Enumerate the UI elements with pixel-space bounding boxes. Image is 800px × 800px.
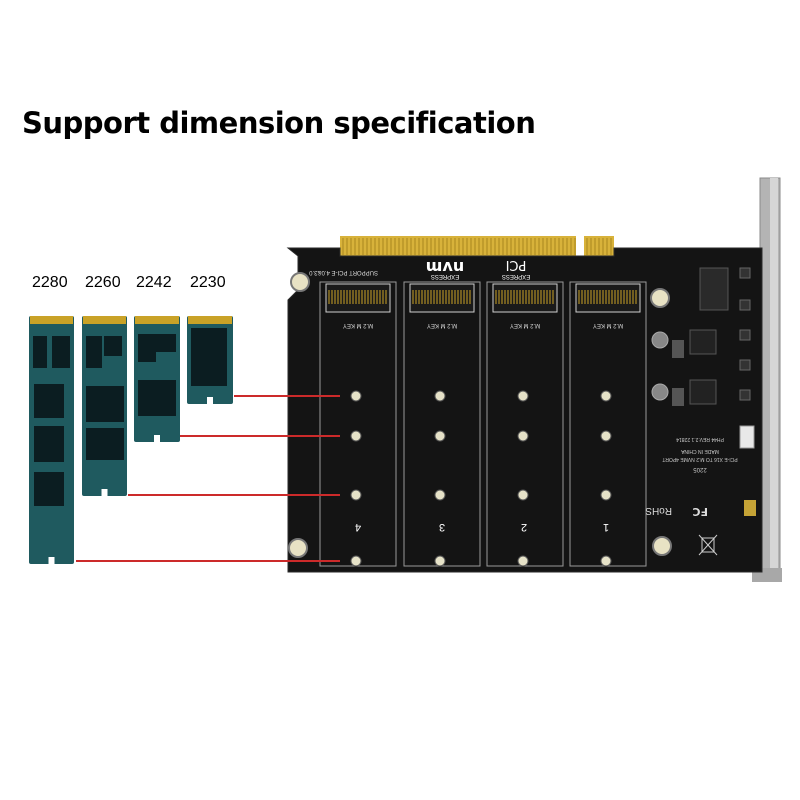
key-label: M.2 M KEY (593, 322, 623, 328)
size-label-2230: 2230 (190, 274, 226, 291)
screw-hole (350, 555, 362, 567)
screw-hole (434, 430, 446, 442)
date-code: 2205 (693, 466, 707, 472)
revision: PH44 REV:2.1 22814 (676, 436, 724, 442)
nvme-logo-text: nvm (426, 258, 465, 277)
weee-bin-icon (698, 534, 718, 556)
board-hole (290, 272, 310, 292)
screw-hole (517, 390, 529, 402)
ssd-card-2260 (82, 316, 127, 496)
ssd-card-2242 (134, 316, 180, 442)
pci-sub-text: EXPRESS (502, 273, 530, 279)
screw-hole (600, 430, 612, 442)
board-hole (652, 536, 672, 556)
size-label-2260: 2260 (85, 274, 121, 291)
size-label-2242: 2242 (136, 274, 172, 291)
screw-hole (350, 430, 362, 442)
pci-logo-text: PCI (506, 257, 527, 272)
ssd-card-2280 (29, 316, 74, 564)
board-desc: PCI-E X16 TO M.2 NVME 4PORT (662, 456, 737, 462)
m2-connector: M.2 M KEY (492, 283, 558, 328)
page-title: Support dimension specification (22, 106, 536, 140)
m2-connector: M.2 M KEY (325, 283, 391, 328)
screw-hole (517, 489, 529, 501)
board-hole (288, 538, 308, 558)
slot-number: 4 (355, 521, 361, 533)
board-pad (744, 500, 756, 516)
rohs-mark: RoHS (645, 505, 672, 516)
screw-hole (434, 555, 446, 567)
screw-hole (517, 555, 529, 567)
pci-express-logo: PCI EXPRESS (502, 257, 530, 279)
key-label: M.2 M KEY (427, 322, 457, 328)
screw-hole (600, 489, 612, 501)
slot-number: 2 (521, 521, 527, 533)
m2-connectors: M.2 M KEY M.2 M KEY M.2 M KEY M.2 M KEY (325, 283, 641, 328)
ssd-card-2230 (187, 316, 233, 404)
key-label: M.2 M KEY (510, 322, 540, 328)
m2-connector: M.2 M KEY (575, 283, 641, 328)
slot-number: 1 (603, 521, 609, 533)
screw-hole (600, 555, 612, 567)
ssd-cards (29, 316, 233, 564)
key-label: M.2 M KEY (343, 322, 373, 328)
board-hole (650, 288, 670, 308)
controller-circuitry (651, 267, 755, 449)
gold-finger-pins (342, 238, 612, 255)
pcie-gold-finger (340, 236, 614, 256)
fc-mark: FC (692, 505, 708, 518)
mounting-holes (288, 272, 672, 567)
screw-hole (434, 390, 446, 402)
slot-number: 3 (439, 521, 445, 533)
size-label-2280: 2280 (32, 274, 68, 291)
screw-hole (350, 489, 362, 501)
screw-hole (434, 489, 446, 501)
made-in: MADE IN CHINA (680, 448, 718, 454)
m2-connector: M.2 M KEY (409, 283, 475, 328)
board-info-text: 2205 PCI-E X16 TO M.2 NVME 4PORT MADE IN… (662, 436, 737, 472)
screw-hole (600, 390, 612, 402)
nvme-logo: nvm EXPRESS (426, 258, 465, 279)
screw-hole (517, 430, 529, 442)
indicator-lines (76, 395, 340, 562)
support-text: SUPPORT PCI-E 4.0&3.0 (309, 269, 378, 275)
nvme-sub-text: EXPRESS (431, 273, 459, 279)
screw-hole (350, 390, 362, 402)
